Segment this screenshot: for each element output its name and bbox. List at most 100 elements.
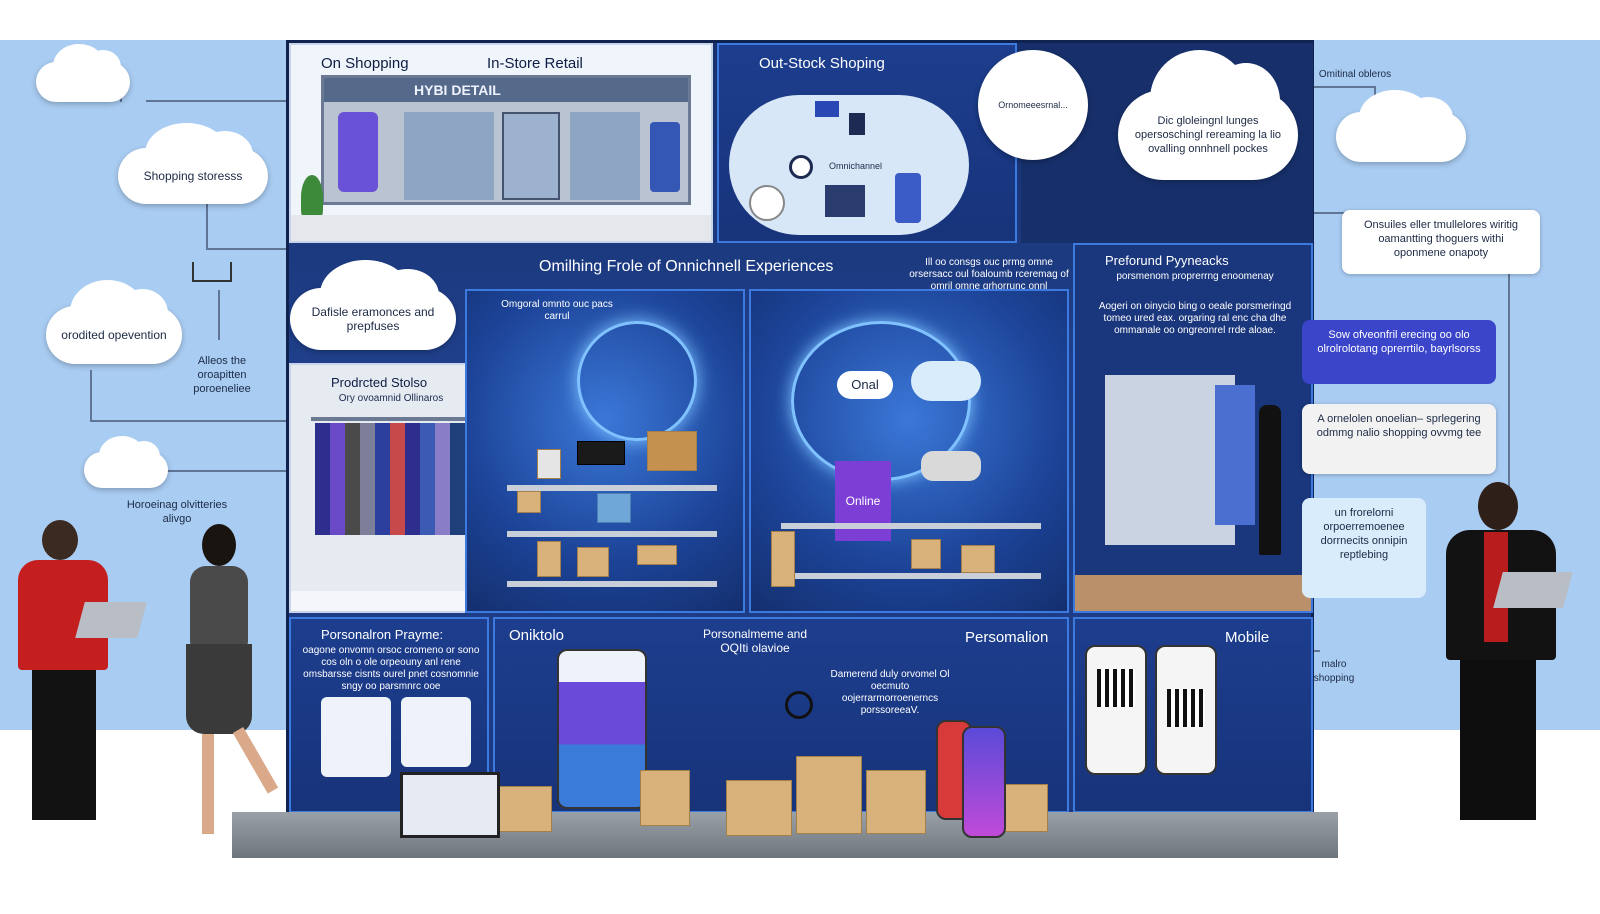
- box-icon: [1004, 784, 1048, 832]
- store-door: [502, 112, 560, 200]
- connector-line: [206, 200, 208, 250]
- personalion-desc: Damerend duly orvomel Ol oecmuto oojerra…: [830, 669, 950, 716]
- person-woman-phone: [162, 524, 302, 840]
- right-top-cloud: Dic gloleingnl lunges opersoschingl rere…: [1118, 49, 1298, 180]
- connector-line: [146, 100, 286, 102]
- connector-line: [160, 470, 286, 472]
- payments-text: Aogeri on oinycio bing o oeale porsmerin…: [1098, 301, 1292, 336]
- display-label: Dafisle eramonces and prepfuses: [311, 305, 435, 333]
- shelf: [507, 531, 717, 537]
- head: [42, 520, 78, 560]
- gift-box-icon: [866, 770, 926, 834]
- display-screen: [1215, 385, 1255, 525]
- shopping-stores-cloud: Shopping storesss: [118, 122, 268, 204]
- mobile-title: Mobile: [1225, 629, 1270, 646]
- optimization-label: orodited opevention: [61, 328, 167, 342]
- connector-line: [90, 370, 92, 420]
- monitor-icon: [815, 101, 839, 117]
- qr-code-icon: [1097, 669, 1135, 707]
- allows-label: Alleos the oroapitten poroeneliee: [193, 355, 251, 395]
- box-icon: [517, 491, 541, 513]
- qr-code-icon: [1167, 689, 1205, 727]
- box-icon: [771, 531, 795, 587]
- qr-phone: [1085, 645, 1147, 775]
- smartphone: [557, 649, 647, 809]
- salesperson: [1259, 405, 1281, 555]
- display-shelf: [1105, 375, 1235, 545]
- person-man-right: [1438, 482, 1578, 828]
- box-icon: [492, 786, 552, 832]
- info-bubble-text: Ornomeeesrnal...: [998, 99, 1068, 110]
- laptop-icon: [75, 602, 147, 638]
- wood-floor: [1075, 575, 1311, 611]
- oniktolo-title: Oniktolo: [509, 627, 565, 644]
- omni-badge: Onal: [837, 371, 893, 399]
- personalmene-title: Porsonalmeme and OQIti olavioe: [702, 627, 808, 655]
- cloud-icon: [911, 361, 981, 401]
- shopping-cart-icon: [192, 262, 232, 282]
- hologram-ring: [577, 321, 697, 441]
- right-callout-violet: Sow ofveonfril erecing oo olo olrolrolot…: [1302, 320, 1496, 384]
- sneaker-icon: [921, 451, 981, 481]
- box-icon: [577, 547, 609, 577]
- product-store-title: Prodrcted Stolso: [331, 375, 428, 390]
- box-icon: [961, 545, 995, 573]
- right-callout-top: Onsuiles eller tmullelores wiritig oaman…: [1342, 210, 1540, 274]
- clothes-rack-bar: [311, 417, 471, 421]
- box-icon: [537, 541, 561, 577]
- steering-icon: [789, 155, 813, 179]
- plant-icon: [301, 175, 323, 219]
- right-callout-grey: A ornelolen onoelian– sprlegering odmmg …: [1302, 404, 1496, 474]
- personalization-title: Porsonalron Prayme:: [321, 627, 444, 642]
- boot-icon: [647, 431, 697, 471]
- optimization-cloud: orodited opevention: [46, 279, 182, 364]
- center-shelf-panel: Omgoral omnto ouc pacs carrul: [465, 289, 745, 613]
- center-left-label: Omgoral omnto ouc pacs carrul: [501, 299, 613, 322]
- connector-line: [1314, 86, 1374, 88]
- product-store-subtitle: Ory ovoamnid Ollinaros: [338, 393, 444, 404]
- purple-phone: [962, 726, 1006, 838]
- skirt: [186, 644, 252, 734]
- left-cloud-top: [36, 44, 130, 102]
- payments-panel: Preforund Pyyneacks porsmenom proprerrng…: [1073, 243, 1313, 613]
- mobile-panel: Mobile: [1073, 617, 1313, 813]
- app-screen: [321, 697, 391, 777]
- gift-bag-icon: [597, 493, 631, 523]
- payments-subtitle: porsmenom proprerrng enoomenay: [1116, 271, 1274, 282]
- trousers: [32, 670, 96, 820]
- box-icon: [637, 545, 677, 565]
- horizontal-label: Horoeinag olvitteries alivgo: [126, 499, 228, 525]
- right-callout-cyan: un frorelorni orpoerremoenee dorrnecits …: [1302, 498, 1426, 598]
- gift-box-icon: [726, 780, 792, 836]
- box-icon: [911, 539, 941, 569]
- store-screen: [338, 112, 378, 192]
- payments-title: Preforund Pyyneacks: [1105, 253, 1229, 268]
- head: [1478, 482, 1518, 530]
- storefront: HYBI DETAIL: [321, 75, 691, 205]
- person-man-laptop: [14, 520, 147, 830]
- shopping-bag-icon: [537, 449, 561, 479]
- out-stock-panel: Out-Stock Shoping Omnichannel: [717, 43, 1017, 243]
- store-window: [404, 112, 494, 200]
- clock-icon: [749, 185, 785, 221]
- panel-title-in-store: In-Store Retail: [487, 55, 583, 72]
- store-sign: HYBI DETAIL: [414, 82, 501, 98]
- gift-box-icon: [640, 770, 690, 826]
- clothing-rack: [315, 423, 465, 535]
- personalization-desc: oagone onvomn orsoc cromeno or sono cos …: [302, 645, 480, 692]
- tablet-icon: [849, 113, 865, 135]
- connector-line: [90, 420, 286, 422]
- info-bubble: Ornomeeesrnal...: [978, 50, 1088, 160]
- board-title: Omilhing Frole of Onnichnell Experiences: [539, 258, 834, 275]
- omnichannel-board: On Shopping In-Store Retail HYBI DETAIL …: [286, 40, 1314, 840]
- cloud-label: Omnichannel: [829, 161, 883, 171]
- store-kiosk: [650, 122, 680, 192]
- shopping-stores-label: Shopping storesss: [143, 169, 243, 183]
- right-cloud: [1336, 89, 1466, 162]
- display-cloud: Dafisle eramonces and prepfuses: [290, 260, 456, 350]
- laptop-icon: [1493, 572, 1573, 608]
- mobile-shopping-label: malro shopping: [1313, 659, 1355, 684]
- shelf: [507, 581, 717, 587]
- right-top-cloud-text: Dic gloleingnl lunges opersoschingl rere…: [1134, 115, 1282, 155]
- panel-title-on-shopping: On Shopping: [321, 55, 409, 72]
